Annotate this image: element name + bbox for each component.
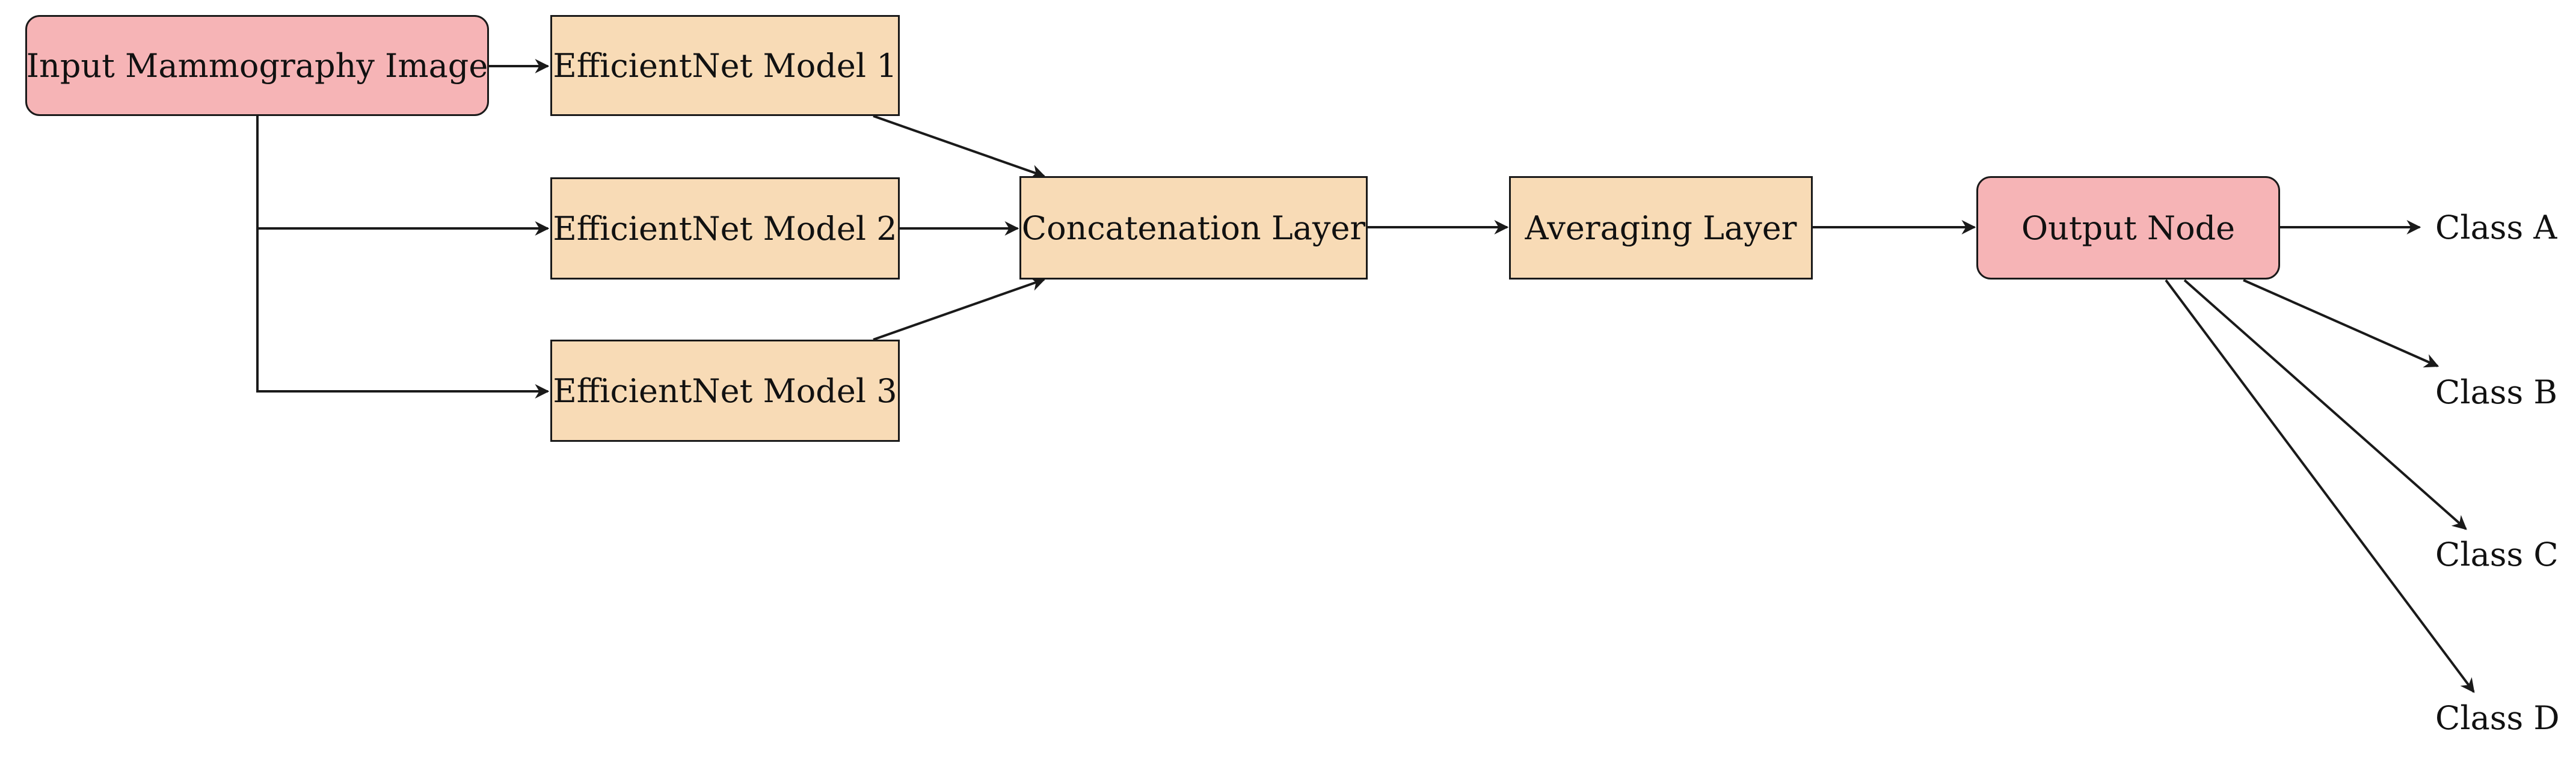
edge-input-to-model2 <box>256 116 550 236</box>
class-a-label: Class A <box>2435 209 2557 246</box>
edge-input-to-model3 <box>256 228 550 399</box>
edge-model1-to-concat <box>873 115 1046 179</box>
concatenation-layer-label: Concatenation Layer <box>1021 209 1366 247</box>
averaging-layer-label: Averaging Layer <box>1525 209 1797 247</box>
efficientnet-model-3-node: EfficientNet Model 3 <box>550 340 900 442</box>
input-mammography-image-node: Input Mammography Image <box>25 15 489 116</box>
concatenation-layer-node: Concatenation Layer <box>1019 176 1368 280</box>
class-c-label: Class C <box>2435 536 2559 573</box>
averaging-layer-node: Averaging Layer <box>1509 176 1813 280</box>
model-2-label: EfficientNet Model 2 <box>553 209 897 248</box>
efficientnet-model-2-node: EfficientNet Model 2 <box>550 177 900 280</box>
class-b-label: Class B <box>2435 373 2558 411</box>
model-3-label: EfficientNet Model 3 <box>553 371 897 410</box>
input-node-label: Input Mammography Image <box>26 46 488 85</box>
efficientnet-model-1-node: EfficientNet Model 1 <box>550 15 900 116</box>
edge-output-to-class-d <box>2165 279 2475 693</box>
edge-model3-to-concat <box>873 277 1046 341</box>
model-1-label: EfficientNet Model 1 <box>553 46 897 85</box>
edge-output-to-class-b <box>2243 279 2439 368</box>
output-node-label: Output Node <box>2021 209 2236 247</box>
output-node: Output Node <box>1976 176 2280 280</box>
class-d-label: Class D <box>2435 699 2560 737</box>
edge-output-to-class-c <box>2183 279 2467 530</box>
